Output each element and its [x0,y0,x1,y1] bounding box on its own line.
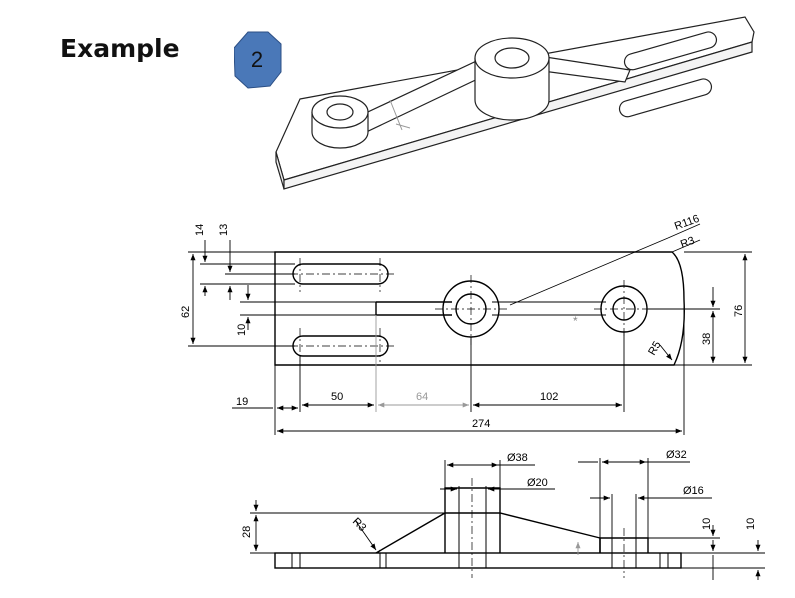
badge-shape [233,31,282,89]
badge-octagon [233,31,282,89]
dim-r3-top: R3 [679,235,696,251]
dim-19: 19 [236,396,248,408]
top-center-lines [290,258,654,362]
dim-274: 274 [472,418,490,430]
dim-dia20: Ø20 [527,477,548,489]
dim-r3-front: R3 [350,516,368,534]
dim-38: 38 [701,333,713,345]
iso-small-boss-hole [326,103,354,121]
front-view-dimension-labels: Ø38 Ø20 Ø32 Ø16 28 R3 10 10 [241,449,757,538]
dim-dia38: Ø38 [507,452,528,464]
badge-number: 2 [250,47,264,72]
top-view-dimensions [188,240,752,435]
isometric-view [275,16,755,190]
front-large-boss [444,487,501,553]
top-view-outline [274,251,685,366]
dim-r5: R5 [646,339,663,357]
example-number-badge: 2 [233,28,298,92]
dim-62: 62 [180,306,192,318]
r116-radius-line [509,237,669,306]
dim-10-top: 10 [236,324,248,336]
svg-text:*: * [573,314,578,328]
front-center-lines [471,478,625,578]
top-rib-right [492,301,606,316]
front-hidden-lines [291,488,669,568]
dim-10-front-a: 10 [701,518,713,530]
example-title: Example [60,34,180,63]
dim-76: 76 [733,305,745,317]
top-rib [375,301,452,316]
dim-10-front-b: 10 [745,518,757,530]
dim-28: 28 [241,526,253,538]
front-small-boss [599,537,649,553]
front-rib-profile [375,512,601,554]
iso-large-boss-hole [494,47,530,69]
dim-64: 64 [416,391,428,403]
front-view [274,478,682,578]
dim-50: 50 [331,391,343,403]
iso-slot-upper [623,31,718,71]
iso-axis-mark [389,99,411,131]
dim-dia16: Ø16 [683,485,704,497]
dim-14: 14 [194,224,206,236]
front-base [274,552,682,569]
dim-13: 13 [218,224,230,236]
dim-102: 102 [540,391,558,403]
iso-slot-lower [618,78,713,118]
front-view-dimensions [250,458,765,580]
top-view: * [274,223,701,366]
dim-dia32: Ø32 [666,449,687,461]
